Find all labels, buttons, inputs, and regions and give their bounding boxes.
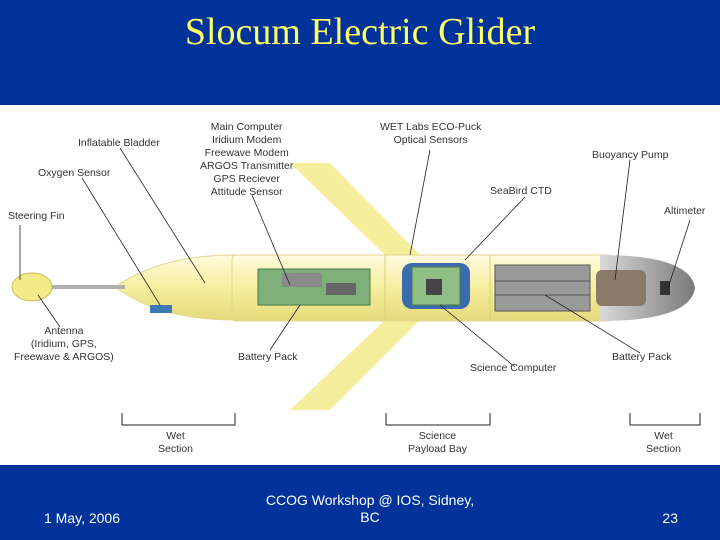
footer-event-line2: BC <box>360 509 380 525</box>
label-main-computer-group: Main Computer Iridium Modem Freewave Mod… <box>200 121 293 199</box>
glider-diagram: Inflatable Bladder Main Computer Iridium… <box>0 105 720 465</box>
footer-event-line1: CCOG Workshop @ IOS, Sidney, <box>265 492 475 508</box>
label-antenna: Antenna <box>44 325 84 337</box>
label-buoyancy-pump: Buoyancy Pump <box>592 149 669 161</box>
label-steering-fin: Steering Fin <box>8 210 65 222</box>
battery-pack-right-shape <box>494 264 591 312</box>
label-antenna-group: Antenna (Iridium, GPS, Freewave & ARGOS) <box>14 325 114 364</box>
upper-wing <box>290 163 420 255</box>
label-altimeter: Altimeter <box>664 205 706 217</box>
glider-illustration <box>11 147 701 426</box>
label-main-computer: Main Computer <box>210 121 283 133</box>
leader-lines <box>19 147 691 368</box>
footer-event: CCOG Workshop @ IOS, Sidney, BC <box>240 492 500 526</box>
oxygen-sensor-shape <box>150 305 172 313</box>
label-freewave-modem: Freewave Modem <box>204 147 289 159</box>
label-iridium-modem: Iridium Modem <box>211 134 282 146</box>
label-attitude-sensor: Attitude Sensor <box>210 186 283 198</box>
label-inflatable-bladder: Inflatable Bladder <box>78 137 160 149</box>
label-wet-section-right: Wet Section <box>646 430 682 455</box>
label-optical-sensors: Optical Sensors <box>393 134 468 146</box>
section-brackets <box>121 413 701 426</box>
label-battery-pack-left: Battery Pack <box>238 351 298 363</box>
page-number: 23 <box>662 510 678 526</box>
label-seabird-ctd: SeaBird CTD <box>490 185 552 197</box>
antenna-rod <box>15 285 125 289</box>
label-battery-pack-right: Battery Pack <box>612 351 672 363</box>
tail-cone <box>114 254 236 321</box>
label-wet-labs-group: WET Labs ECO-Puck Optical Sensors <box>380 121 481 147</box>
label-wet-labs: WET Labs ECO-Puck <box>380 121 482 133</box>
label-antenna-freewave: Freewave & ARGOS) <box>14 351 114 363</box>
lower-wing <box>290 320 420 410</box>
label-antenna-iridium: (Iridium, GPS, <box>30 338 97 350</box>
steering-fin-shape <box>11 272 53 302</box>
footer-date: 1 May, 2006 <box>44 510 121 526</box>
label-oxygen-sensor: Oxygen Sensor <box>38 167 111 179</box>
label-science-computer: Science Computer <box>470 362 557 374</box>
slide-title: Slocum Electric Glider <box>184 11 536 53</box>
label-gps-reciever: GPS Reciever <box>213 173 280 185</box>
label-argos-transmitter: ARGOS Transmitter <box>200 160 294 172</box>
label-science-payload-bay: Science Payload Bay <box>408 430 467 455</box>
label-wet-section-left: Wet Section <box>158 430 194 455</box>
